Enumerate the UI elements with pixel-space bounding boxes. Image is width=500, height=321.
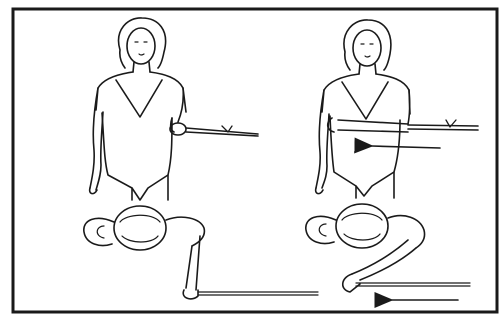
- face: [127, 28, 155, 64]
- front-view-figure-start: [90, 18, 258, 200]
- band-top: [198, 292, 318, 295]
- arm-top: [352, 240, 416, 280]
- panel-end: [306, 20, 478, 300]
- torso: [96, 72, 186, 112]
- shoulders-top: [306, 216, 425, 248]
- forearm-across: [338, 120, 408, 132]
- direction-arrow-front: [372, 146, 440, 148]
- exercise-band: [186, 128, 258, 136]
- top-view-figure-start: [84, 206, 318, 299]
- hair: [344, 20, 391, 70]
- top-view-figure-end: [306, 204, 470, 300]
- torso: [322, 74, 410, 114]
- frame-border: [13, 9, 497, 312]
- right-arm: [408, 90, 410, 124]
- head-top: [336, 204, 388, 248]
- exercise-band: [408, 125, 478, 130]
- head-top: [114, 206, 166, 250]
- front-view-figure-end: [316, 20, 478, 198]
- panel-start: [84, 18, 318, 299]
- band-top: [356, 283, 470, 286]
- face: [353, 30, 381, 66]
- arm-top: [186, 236, 200, 290]
- hair: [119, 18, 166, 68]
